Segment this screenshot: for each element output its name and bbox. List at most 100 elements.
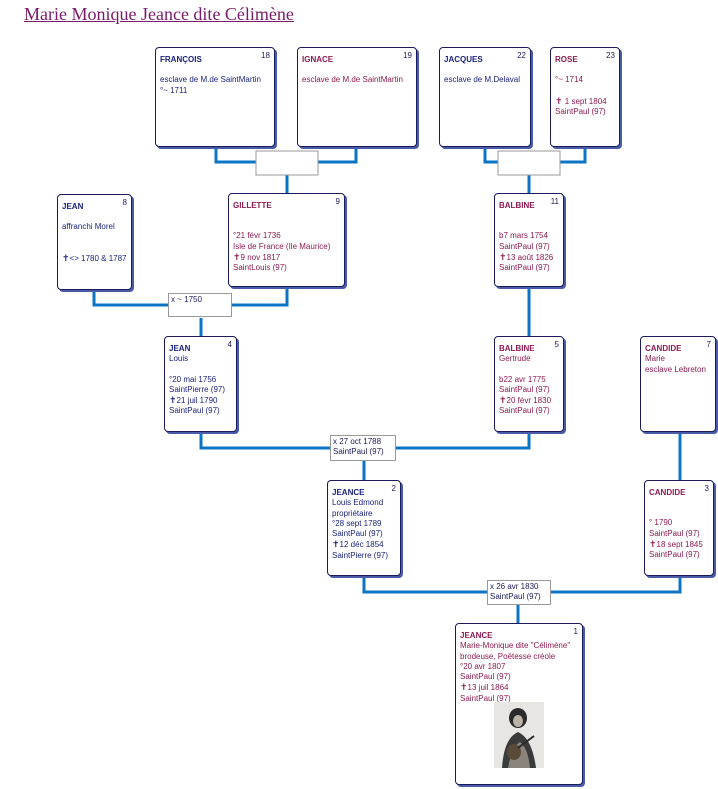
- person-name: IGNACE: [302, 55, 334, 64]
- person-death-place: SaintPaul (97): [555, 106, 606, 116]
- person-card-gillette[interactable]: 9 GILLETTE °21 févr 1736 Isle de France …: [228, 193, 345, 287]
- person-birth: °20 avr 1807: [460, 661, 506, 671]
- person-death-place: SaintPierre (97): [332, 550, 389, 560]
- person-death: 1 sept 1804: [564, 96, 607, 106]
- page-title: Marie Monique Jeance dite Célimène: [24, 4, 294, 24]
- person-card-candide-7[interactable]: 7 CANDIDE Marie esclave Lebreton: [640, 336, 716, 432]
- person-detail: esclave de M.Delaval: [444, 75, 521, 85]
- person-birth-place: SaintPaul (97): [460, 672, 511, 682]
- marriage-date: x ~ 1750: [171, 295, 202, 304]
- sosa-number: 5: [554, 340, 559, 349]
- person-name: ROSE: [555, 55, 578, 64]
- person-card-jeance-2[interactable]: 2 JEANCE Louis Edmond propriétaire °28 s…: [327, 480, 401, 576]
- cross-icon: ✝: [649, 538, 657, 549]
- person-birth: °~ 1714: [555, 75, 583, 85]
- couple-box-18-19: [255, 150, 319, 176]
- sosa-number: 1: [573, 627, 578, 636]
- person-birth: °~ 1711: [160, 85, 188, 95]
- sosa-number: 3: [704, 484, 709, 493]
- person-birth: ° 1790: [649, 518, 673, 528]
- person-birth: °20 mai 1756: [169, 374, 217, 384]
- cross-icon: ✝: [62, 252, 70, 263]
- person-birth-place: SaintPierre (97): [169, 384, 226, 394]
- person-given-name: Gertrude: [499, 354, 531, 364]
- person-birth: °21 févr 1736: [233, 231, 281, 241]
- person-card-francois[interactable]: 18 FRANÇOIS esclave de M.de SaintMartin …: [155, 47, 275, 147]
- marriage-place: SaintPaul (97): [490, 591, 541, 601]
- sosa-number: 9: [335, 197, 340, 206]
- person-given-name: Marie-Monique dite "Célimène": [460, 641, 571, 651]
- sosa-number: 22: [517, 51, 526, 60]
- sosa-number: 2: [391, 484, 396, 493]
- person-card-balbine-5[interactable]: 5 BALBINE Gertrude b22 avr 1775 SaintPau…: [494, 336, 564, 432]
- person-detail: esclave Lebreton: [645, 364, 706, 374]
- person-given-name: Marie: [645, 354, 666, 364]
- person-name: JEANCE: [332, 488, 365, 497]
- person-card-jeance-1[interactable]: 1 JEANCE Marie-Monique dite "Célimène" b…: [455, 623, 583, 785]
- person-name: BALBINE: [499, 344, 535, 353]
- person-death-place: SaintPaul (97): [649, 550, 700, 560]
- person-name: GILLETTE: [233, 201, 272, 210]
- person-birth-place: SaintPaul (97): [332, 529, 383, 539]
- person-baptism-place: SaintPaul (97): [499, 241, 550, 251]
- person-occupation: brodeuse, Poëtesse créole: [460, 651, 556, 661]
- marriage-box-4-5: x 27 oct 1788 SaintPaul (97): [330, 435, 396, 461]
- person-name: JACQUES: [444, 55, 483, 64]
- person-death: 21 juil 1790: [176, 396, 218, 406]
- person-card-jean-8[interactable]: 8 JEAN affranchi Morel ✝<> 1780 & 1787: [57, 194, 132, 290]
- person-detail: affranchi Morel: [62, 222, 115, 232]
- person-card-jacques[interactable]: 22 JACQUES esclave de M.Delaval: [439, 47, 531, 147]
- person-name: BALBINE: [499, 201, 535, 210]
- person-death: <> 1780 & 1787: [69, 253, 127, 263]
- couple-box-22-23: [497, 150, 561, 176]
- person-birth: °28 sept 1789: [332, 518, 382, 528]
- cross-icon: ✝: [555, 95, 563, 106]
- person-name: FRANÇOIS: [160, 55, 202, 64]
- person-baptism: b7 mars 1754: [499, 231, 548, 241]
- person-death-place: SaintPaul (97): [169, 406, 220, 416]
- sosa-number: 4: [227, 340, 232, 349]
- cross-icon: ✝: [499, 395, 507, 406]
- person-card-jean-4[interactable]: 4 JEAN Louis °20 mai 1756 SaintPierre (9…: [164, 336, 237, 432]
- person-baptism-place: SaintPaul (97): [499, 384, 550, 394]
- person-death-place: SaintPaul (97): [499, 406, 550, 416]
- person-card-ignace[interactable]: 19 IGNACE esclave de M.de SaintMartin: [297, 47, 417, 147]
- sosa-number: 19: [403, 51, 412, 60]
- person-death: 13 juil 1864: [467, 683, 509, 693]
- person-name: CANDIDE: [645, 344, 682, 353]
- marriage-box-8-9: x ~ 1750: [168, 293, 232, 317]
- person-baptism: b22 avr 1775: [499, 374, 546, 384]
- person-card-candide-3[interactable]: 3 CANDIDE ° 1790 SaintPaul (97) ✝18 sept…: [644, 480, 714, 576]
- person-death-place: SaintLouis (97): [233, 263, 287, 273]
- marriage-date: x 26 avr 1830: [490, 582, 539, 591]
- sosa-number: 18: [261, 51, 270, 60]
- person-card-balbine-11[interactable]: 11 BALBINE b7 mars 1754 SaintPaul (97) ✝…: [494, 193, 564, 287]
- person-name: CANDIDE: [649, 488, 686, 497]
- sosa-number: 8: [122, 198, 127, 207]
- person-birth-place: SaintPaul (97): [649, 528, 700, 538]
- cross-icon: ✝: [499, 251, 507, 262]
- portrait-engraving-icon: [494, 702, 544, 768]
- sosa-number: 7: [706, 340, 711, 349]
- person-given-name: Louis Edmond: [332, 498, 384, 508]
- person-death: 9 nov 1817: [240, 252, 281, 262]
- person-detail: esclave de M.de SaintMartin: [302, 75, 403, 85]
- cross-icon: ✝: [233, 251, 241, 262]
- person-given-name: Louis: [169, 354, 189, 364]
- person-death: 20 févr 1830: [506, 396, 552, 406]
- person-death: 12 déc 1854: [339, 540, 384, 550]
- person-death: 13 août 1826: [506, 252, 554, 262]
- person-card-rose[interactable]: 23 ROSE °~ 1714 ✝ 1 sept 1804 SaintPaul …: [550, 47, 620, 147]
- cross-icon: ✝: [169, 395, 177, 406]
- cross-icon: ✝: [460, 682, 468, 693]
- marriage-date: x 27 oct 1788: [333, 437, 382, 446]
- person-death-place: SaintPaul (97): [499, 263, 550, 273]
- person-name: JEAN: [169, 344, 191, 353]
- person-name: JEANCE: [460, 631, 493, 640]
- sosa-number: 23: [606, 51, 615, 60]
- person-birth-place: Isle de France (Ile Maurice): [233, 241, 331, 251]
- person-death: 18 sept 1845: [656, 539, 703, 549]
- person-detail: esclave de M.de SaintMartin: [160, 75, 261, 85]
- cross-icon: ✝: [332, 539, 340, 550]
